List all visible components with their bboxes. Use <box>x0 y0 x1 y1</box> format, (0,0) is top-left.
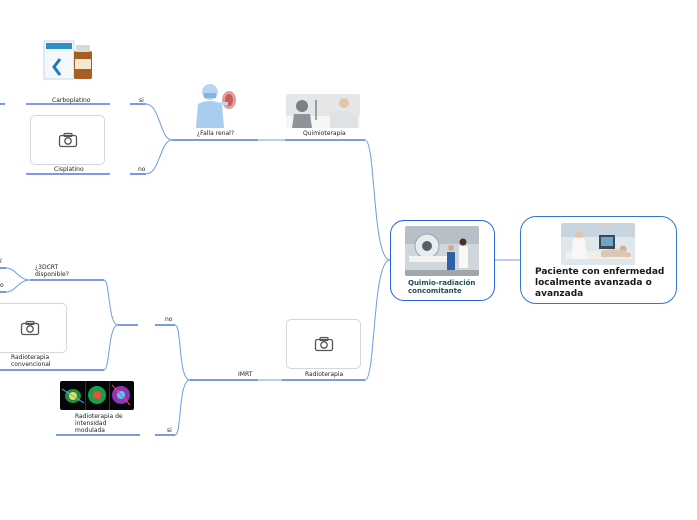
imrt-to-no-curve <box>175 325 190 380</box>
si-edge-label-quimio: si <box>139 97 144 104</box>
root-label: Paciente con enfermedad localmente avanz… <box>535 267 670 300</box>
3dcrt-question-label: ¿3DCRT disponible? <box>35 264 77 278</box>
quimioterapia-label: Quimioterapia <box>303 130 346 137</box>
surgeon-illustration <box>194 80 240 128</box>
radioterapia-label: Radioterapia <box>305 371 343 378</box>
imrt-full-label: Radioterapia de intensidad modulada <box>75 413 125 434</box>
imrt-dose-map-image <box>60 381 134 410</box>
fragment-no-label: o <box>0 282 4 289</box>
si-edge-label-radio: si <box>167 427 172 434</box>
conventional-image-placeholder <box>0 303 67 353</box>
radiotherapy-room-photo <box>405 226 479 276</box>
imrt-label: IMRT <box>238 371 252 378</box>
cisplatino-label: Cisplatino <box>54 166 84 173</box>
carboplatin-vial-photo <box>32 37 96 83</box>
radioterapia-image-placeholder <box>286 319 361 369</box>
radioterapia-convencional-label: Radioterapia convencional <box>11 354 51 368</box>
camera-icon <box>314 336 334 352</box>
main-topic-node[interactable]: Quimio-radiación concomitante <box>390 220 495 301</box>
no-edge-label-radio: no <box>165 316 172 323</box>
3dcrt-to-fragment-1 <box>6 268 30 280</box>
carboplatino-label: Carboplatino <box>52 97 90 104</box>
root-node[interactable]: Paciente con enfermedad localmente avanz… <box>520 216 677 304</box>
main-to-quimioterapia-curve <box>365 140 390 260</box>
doctor-patient-ultrasound-photo <box>561 223 635 265</box>
no-to-conventional-curve <box>104 325 118 370</box>
camera-icon <box>20 320 40 336</box>
fragment-si-label: í <box>0 258 2 265</box>
question-to-si-curve <box>146 104 172 140</box>
main-topic-label: Quimio-radiación concomitante <box>408 279 488 295</box>
falla-renal-label: ¿Falla renal? <box>197 130 234 137</box>
question-to-no-curve <box>146 140 172 174</box>
cisplatino-image-placeholder <box>30 115 105 165</box>
main-to-radioterapia-curve <box>365 260 390 380</box>
imrt-to-si-curve <box>175 380 190 435</box>
chemotherapy-photo <box>286 94 360 128</box>
no-to-3dcrt-curve <box>104 280 118 325</box>
3dcrt-to-fragment-2 <box>6 280 30 292</box>
no-edge-label-quimio: no <box>138 166 145 173</box>
camera-icon <box>58 132 78 148</box>
